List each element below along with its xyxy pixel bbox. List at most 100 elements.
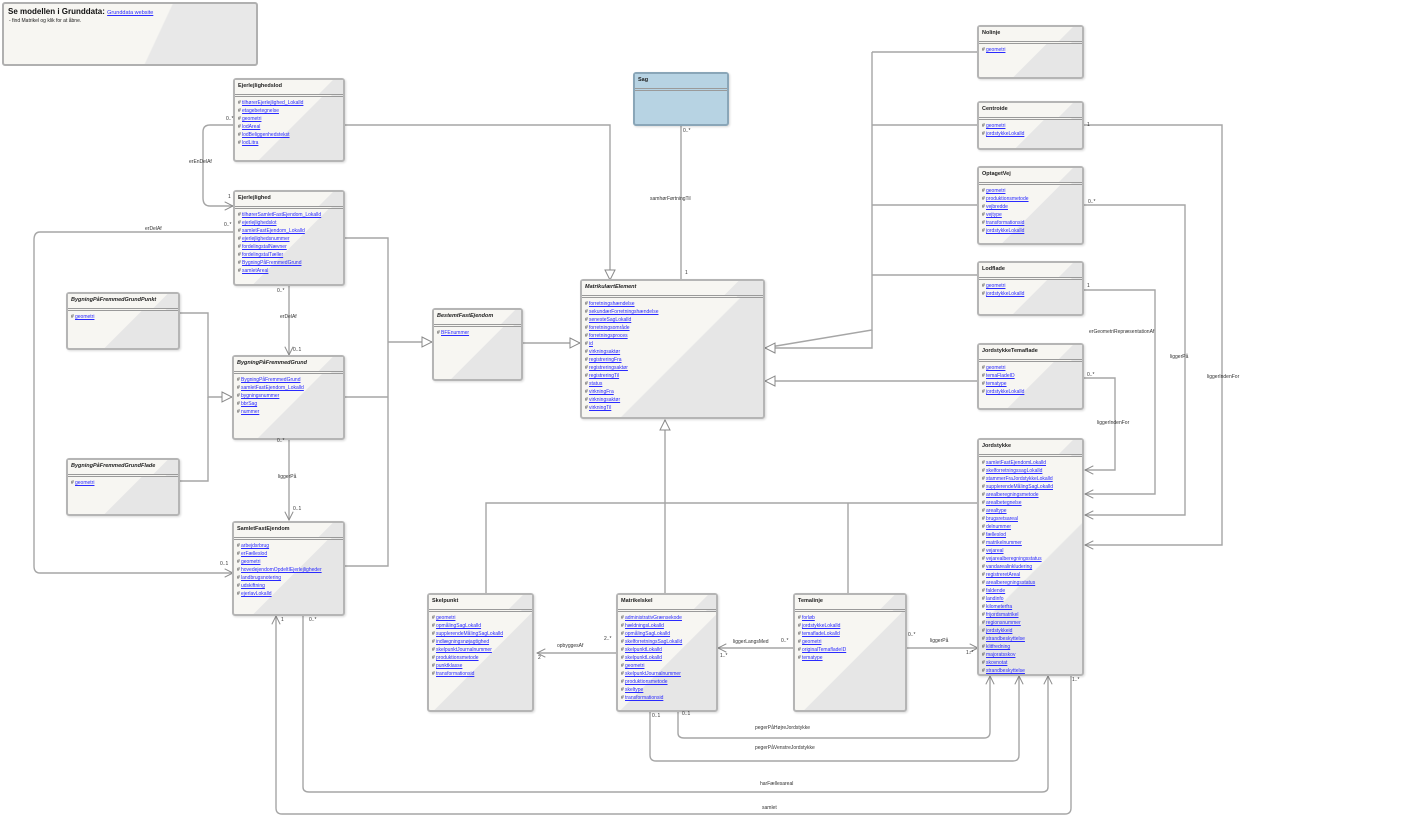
attribute-link[interactable]: landbrugsnotering: [241, 575, 282, 581]
attribute-link[interactable]: arealbetegnelse: [986, 500, 1022, 506]
attribute-link[interactable]: transformationsid: [625, 695, 664, 701]
attribute-link[interactable]: lodAreal: [242, 124, 261, 130]
attribute-link[interactable]: skelpunktJournalnummer: [436, 647, 492, 653]
attribute-link[interactable]: brugsretsareal: [986, 516, 1018, 522]
attribute-link[interactable]: vejarealberegningsstatus: [986, 556, 1042, 562]
attribute-link[interactable]: etagebetegnelse: [242, 108, 279, 114]
attribute-link[interactable]: forretningsområde: [589, 325, 630, 331]
attribute-link[interactable]: geometri: [75, 314, 95, 320]
attribute-link[interactable]: skeltype: [625, 687, 644, 693]
attribute-link[interactable]: stammerFraJordstykkeLokalld: [986, 476, 1053, 482]
attribute-link[interactable]: fælleslod: [986, 532, 1007, 538]
attribute-link[interactable]: opmålingSagLokalld: [625, 631, 671, 637]
attribute-link[interactable]: skelforretningsSagLokalld: [625, 639, 683, 645]
class-bygning-grund[interactable]: BygningPåFremmedGrund#BygningPåFremmedGr…: [232, 355, 345, 440]
attribute-link[interactable]: registreringsaktør: [589, 365, 628, 371]
class-optaget-vej[interactable]: OptagetVej#geometri#produktionsmetode#ve…: [977, 166, 1084, 245]
attribute-link[interactable]: originalTemafladeID: [802, 647, 847, 653]
attribute-link[interactable]: id: [589, 341, 593, 347]
attribute-link[interactable]: indlægningsnøjagtighed: [436, 639, 490, 645]
class-lodflade[interactable]: Lodflade#geometri#jordstykkeLokalld: [977, 261, 1084, 316]
attribute-link[interactable]: faldende: [986, 588, 1006, 594]
attribute-link[interactable]: erFælleslod: [241, 551, 268, 557]
attribute-link[interactable]: geometri: [436, 615, 456, 621]
attribute-link[interactable]: geometri: [986, 365, 1006, 371]
attribute-link[interactable]: virkningTil: [589, 405, 612, 411]
attribute-link[interactable]: strandbeskyttelse: [986, 668, 1025, 674]
attribute-link[interactable]: geometri: [625, 663, 645, 669]
class-ejerlejlighed[interactable]: Ejerlejlighed#tilhørerSamletFastEjendom_…: [233, 190, 345, 286]
attribute-link[interactable]: temaFladeID: [986, 373, 1015, 379]
attribute-link[interactable]: skelpunktLokalld: [625, 647, 662, 653]
attribute-link[interactable]: skovnotat: [986, 660, 1008, 666]
class-centroide[interactable]: Centroide#geometri#jordstykkeLokalld: [977, 101, 1084, 150]
attribute-link[interactable]: arealberegningsmetode: [986, 492, 1039, 498]
attribute-link[interactable]: udskiftning: [241, 583, 265, 589]
attribute-link[interactable]: samletFastEjendomLokalld: [986, 460, 1047, 466]
attribute-link[interactable]: registreretAreal: [986, 572, 1021, 578]
attribute-link[interactable]: BygningPåFremmedGrund: [242, 260, 302, 266]
attribute-link[interactable]: klitfredning: [986, 644, 1011, 650]
attribute-link[interactable]: tematype: [802, 655, 823, 661]
attribute-link[interactable]: supplerendeMålingSagLokalld: [986, 484, 1053, 490]
attribute-link[interactable]: skelforretningssagLokalld: [986, 468, 1043, 474]
attribute-link[interactable]: jordstykkeLokalld: [802, 623, 841, 629]
attribute-link[interactable]: vejbredde: [986, 204, 1008, 210]
attribute-link[interactable]: regionsnummer: [986, 620, 1021, 626]
attribute-link[interactable]: arealtype: [986, 508, 1007, 514]
attribute-link[interactable]: produktionsmetode: [625, 679, 668, 685]
attribute-link[interactable]: tilhørerSamletFastEjendom_Lokalld: [242, 212, 322, 218]
attribute-link[interactable]: tilhørerEjerlejlighed_Lokalld: [242, 100, 304, 106]
attribute-link[interactable]: fordelingstalTæller: [242, 252, 284, 258]
class-sag[interactable]: Sag: [633, 72, 729, 126]
attribute-link[interactable]: ejerlejlighedslot: [242, 220, 277, 226]
attribute-link[interactable]: frijordsmatrikel: [986, 612, 1019, 618]
attribute-link[interactable]: strandbeskyttelse: [986, 636, 1025, 642]
attribute-link[interactable]: BygningPåFremmedGrund: [241, 377, 301, 383]
attribute-link[interactable]: skelpunktJournalnummer: [625, 671, 681, 677]
attribute-link[interactable]: bbrSag: [241, 401, 258, 407]
class-ejerlejlighedslod[interactable]: Ejerlejlighedslod#tilhørerEjerlejlighed_…: [233, 78, 345, 162]
class-skelpunkt[interactable]: Skelpunkt#geometri#opmålingSagLokalld#su…: [427, 593, 534, 712]
attribute-link[interactable]: arealberegningsstatus: [986, 580, 1036, 586]
class-matrikulaert-element[interactable]: MatrikulærtElement#forretningshændelse#s…: [580, 279, 765, 419]
class-samlet-fast-ejendom[interactable]: SamletFastEjendom#arbejdsrbrug#erFællesl…: [232, 521, 345, 616]
attribute-link[interactable]: temafladeLokalld: [802, 631, 840, 637]
grunddata-link[interactable]: Grunddata website: [107, 10, 154, 16]
attribute-link[interactable]: jordstykkeLokalld: [986, 131, 1025, 137]
attribute-link[interactable]: geometri: [241, 559, 261, 565]
attribute-link[interactable]: lodBeliggenhedstekst: [242, 132, 290, 138]
class-nolinje[interactable]: Nolinje#geometri: [977, 25, 1084, 79]
attribute-link[interactable]: jordstykkeLokalld: [986, 228, 1025, 234]
attribute-link[interactable]: geometri: [986, 283, 1006, 289]
attribute-link[interactable]: tematype: [986, 381, 1007, 387]
attribute-link[interactable]: virkningsaktør: [589, 349, 621, 355]
class-bestemt-fast-ejendom[interactable]: BestemtFastEjendom#BFEnummer: [432, 308, 523, 381]
attribute-link[interactable]: BFEnummer: [441, 330, 470, 336]
attribute-link[interactable]: geometri: [802, 639, 822, 645]
attribute-link[interactable]: ejerlejlighedsnummer: [242, 236, 290, 242]
attribute-link[interactable]: forløb: [802, 615, 815, 621]
attribute-link[interactable]: senesteSagLokalld: [589, 317, 632, 323]
attribute-link[interactable]: lodLitra: [242, 140, 259, 146]
attribute-link[interactable]: vejtype: [986, 212, 1002, 218]
attribute-link[interactable]: supplerendeMålingSagLokalld: [436, 631, 503, 637]
attribute-link[interactable]: produktionsmetode: [986, 196, 1029, 202]
attribute-link[interactable]: sekundærForretningshændelse: [589, 309, 659, 315]
attribute-link[interactable]: geometri: [986, 188, 1006, 194]
attribute-link[interactable]: arbejdsrbrug: [241, 543, 270, 549]
attribute-link[interactable]: hovedejendomOpdeltIEjerlejligheder: [241, 567, 322, 573]
attribute-link[interactable]: landinfo: [986, 596, 1004, 602]
attribute-link[interactable]: bygningsnummer: [241, 393, 280, 399]
attribute-link[interactable]: opmålingSagLokalld: [436, 623, 482, 629]
attribute-link[interactable]: virkningsaktør: [589, 397, 621, 403]
attribute-link[interactable]: fordelingstalNævner: [242, 244, 287, 250]
attribute-link[interactable]: majoratsskov: [986, 652, 1016, 658]
class-bygning-flade[interactable]: BygningPåFremmedGrundFlade#geometri: [66, 458, 180, 516]
attribute-link[interactable]: status: [589, 381, 603, 387]
attribute-link[interactable]: geometri: [986, 123, 1006, 129]
attribute-link[interactable]: ejerlavLokalld: [241, 591, 272, 597]
attribute-link[interactable]: geometri: [242, 116, 262, 122]
attribute-link[interactable]: virkningFra: [589, 389, 614, 395]
attribute-link[interactable]: matrikelnummer: [986, 540, 1022, 546]
